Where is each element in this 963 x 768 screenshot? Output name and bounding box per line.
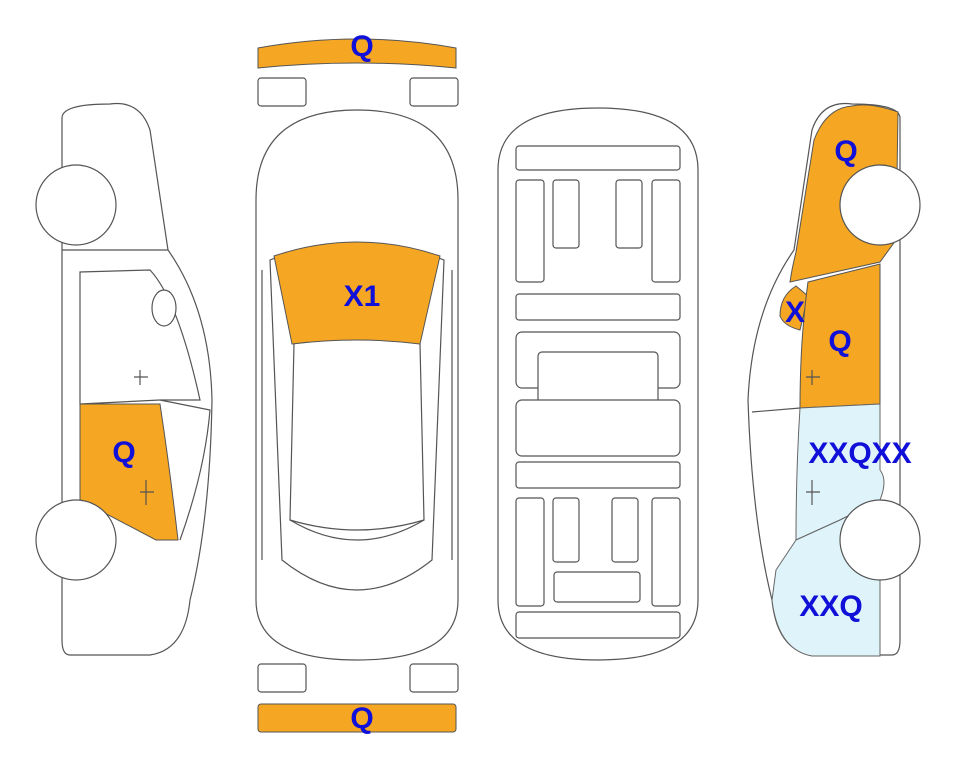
left-rear-door-panel[interactable]	[79, 403, 179, 541]
right-door-line	[751, 407, 801, 413]
under-part	[552, 179, 580, 249]
top-view-car	[255, 38, 459, 733]
left-front-wheel	[35, 164, 117, 246]
left-door-handles	[134, 370, 154, 505]
rear-window-line	[289, 519, 425, 541]
under-part	[611, 497, 639, 563]
right-small-panel-label: X	[785, 296, 805, 329]
right-door-handles	[806, 370, 820, 505]
headlight-right	[409, 77, 459, 107]
under-part	[515, 497, 545, 607]
headlight-left	[257, 77, 307, 107]
taillight-left	[257, 663, 307, 693]
under-part	[553, 571, 641, 603]
under-part	[651, 497, 681, 607]
left-door-line	[159, 399, 211, 541]
windshield-panel[interactable]	[273, 241, 441, 345]
right-front-wheel	[839, 499, 921, 581]
under-part	[615, 179, 643, 249]
left-rear-wheel	[35, 499, 117, 581]
roof-outline	[289, 343, 425, 531]
front-bumper-panel[interactable]	[257, 38, 457, 69]
right-rear-wheel	[839, 164, 921, 246]
taillight-right	[409, 663, 459, 693]
left-mirror	[151, 289, 177, 327]
under-part	[515, 179, 545, 283]
right-front-door-label: XXQXX	[808, 437, 911, 470]
windshield-label: X1	[344, 280, 381, 313]
under-part	[515, 293, 681, 321]
left-rear-door-label: Q	[112, 436, 135, 469]
under-part	[515, 145, 681, 171]
under-part	[515, 461, 681, 489]
right-side-view	[747, 102, 921, 657]
under-part	[552, 497, 580, 563]
right-front-fender-label: XXQ	[799, 590, 862, 623]
front-bumper-label: Q	[350, 30, 373, 63]
right-rear-door-label: Q	[828, 325, 851, 358]
left-side-view	[35, 102, 213, 656]
under-part	[651, 179, 681, 283]
rear-bumper-label: Q	[350, 702, 373, 735]
under-part	[515, 611, 681, 639]
right-small-panel[interactable]	[779, 285, 809, 331]
under-part	[515, 399, 681, 457]
left-window-front	[79, 269, 201, 405]
right-rear-quarter-label: Q	[834, 135, 857, 168]
rear-bumper-panel[interactable]	[257, 703, 457, 733]
underbody-view	[497, 107, 699, 661]
